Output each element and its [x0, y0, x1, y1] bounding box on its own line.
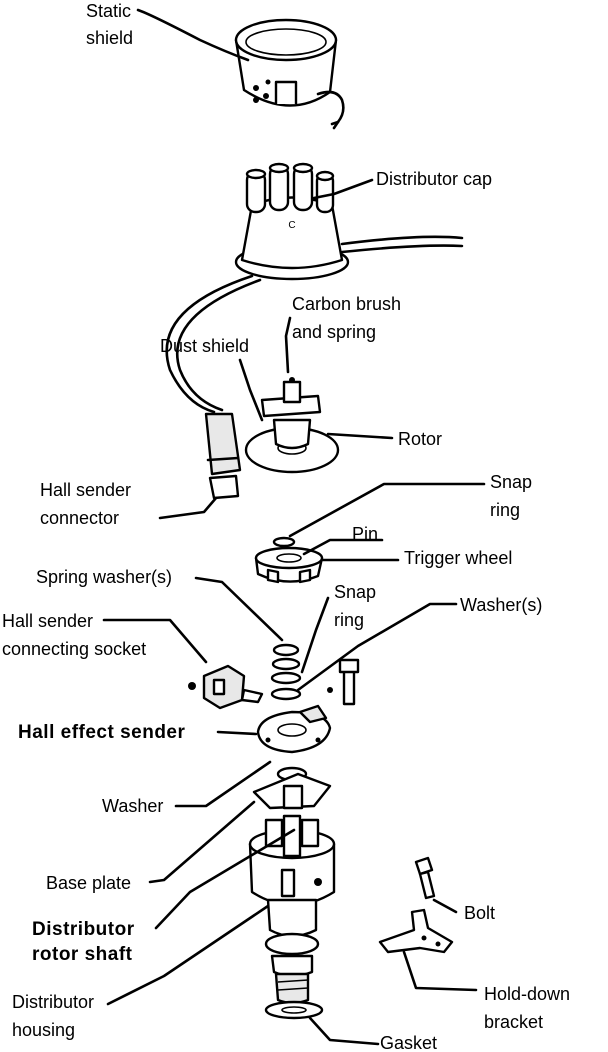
svg-text:Snap: Snap: [334, 582, 376, 602]
svg-text:housing: housing: [12, 1020, 75, 1040]
gasket-label: Gasket: [380, 1033, 437, 1052]
svg-text:Hall sender: Hall sender: [40, 480, 131, 500]
svg-text:connecting socket: connecting socket: [2, 639, 146, 659]
svg-text:Gasket: Gasket: [380, 1033, 437, 1052]
svg-text:Snap: Snap: [490, 472, 532, 492]
svg-text:Distributor cap: Distributor cap: [376, 169, 492, 189]
hall-effect-sender-label: Hall effect sender: [18, 722, 185, 743]
svg-text:and spring: and spring: [292, 322, 376, 342]
static-shield-part: [234, 18, 345, 130]
carbon-brush-label: Carbon brush and spring: [292, 294, 401, 342]
svg-text:Distributor: Distributor: [12, 992, 94, 1012]
leader-lines: [102, 8, 486, 1046]
hall-sender-connector-part: [165, 274, 262, 500]
hall-connecting-socket-label: Hall sender connecting socket: [2, 611, 146, 659]
dust-shield-label: Dust shield: [160, 336, 249, 356]
distributor-cap-part: C: [234, 162, 464, 281]
rotor-label: Rotor: [398, 429, 442, 449]
hall-effect-sender-part: [256, 704, 332, 754]
spring-washers-label: Spring washer(s): [36, 567, 172, 587]
distributor-rotor-shaft-label: Distributor rotor shaft: [32, 919, 135, 965]
washer-pin-part: [327, 658, 360, 706]
svg-text:Hold-down: Hold-down: [484, 984, 570, 1004]
bolt-label: Bolt: [464, 903, 495, 923]
svg-text:Pin: Pin: [352, 524, 378, 544]
svg-text:connector: connector: [40, 508, 119, 528]
svg-text:ring: ring: [334, 610, 364, 630]
hall-sender-connector-label: Hall sender connector: [40, 480, 131, 528]
snap-ring-mid-label: Snap ring: [334, 582, 376, 630]
svg-text:ring: ring: [490, 500, 520, 520]
gasket-part: [264, 1000, 324, 1020]
hold-down-bracket-part: [378, 908, 454, 954]
bolt-part: [414, 856, 436, 900]
svg-text:Dust shield: Dust shield: [160, 336, 249, 356]
svg-text:Hall effect sender: Hall effect sender: [18, 722, 185, 743]
trigger-wheel-part: [254, 546, 324, 584]
pin-label: Pin: [352, 524, 378, 544]
distributor-cap-label: Distributor cap: [376, 169, 492, 189]
svg-text:bracket: bracket: [484, 1012, 543, 1032]
svg-text:C: C: [288, 220, 295, 231]
svg-text:Static: Static: [86, 1, 131, 21]
svg-text:Distributor: Distributor: [32, 919, 135, 940]
rotor-part: [244, 377, 340, 474]
svg-text:Washer: Washer: [102, 796, 163, 816]
snap-ring-top-part: [272, 536, 296, 548]
svg-text:Rotor: Rotor: [398, 429, 442, 449]
spring-washers-part: [270, 643, 302, 701]
svg-text:Hall sender: Hall sender: [2, 611, 93, 631]
svg-text:Bolt: Bolt: [464, 903, 495, 923]
snap-ring-top-label: Snap ring: [490, 472, 532, 520]
distributor-housing-label: Distributor housing: [12, 992, 94, 1040]
svg-text:shield: shield: [86, 28, 133, 48]
svg-text:Base plate: Base plate: [46, 873, 131, 893]
base-plate-part: [252, 766, 332, 810]
svg-text:Spring washer(s): Spring washer(s): [36, 567, 172, 587]
base-plate-label: Base plate: [46, 873, 131, 893]
washers-label: Washer(s): [460, 595, 542, 615]
svg-text:rotor shaft: rotor shaft: [32, 944, 133, 965]
static-shield-label: Static shield: [86, 1, 133, 48]
washer-label: Washer: [102, 796, 163, 816]
svg-text:Carbon brush: Carbon brush: [292, 294, 401, 314]
hold-down-bracket-label: Hold-down bracket: [484, 984, 570, 1032]
svg-text:Washer(s): Washer(s): [460, 595, 542, 615]
trigger-wheel-label: Trigger wheel: [404, 548, 512, 568]
hall-connecting-socket-part: [188, 664, 264, 710]
distributor-housing-part: [248, 814, 336, 1005]
svg-text:Trigger wheel: Trigger wheel: [404, 548, 512, 568]
